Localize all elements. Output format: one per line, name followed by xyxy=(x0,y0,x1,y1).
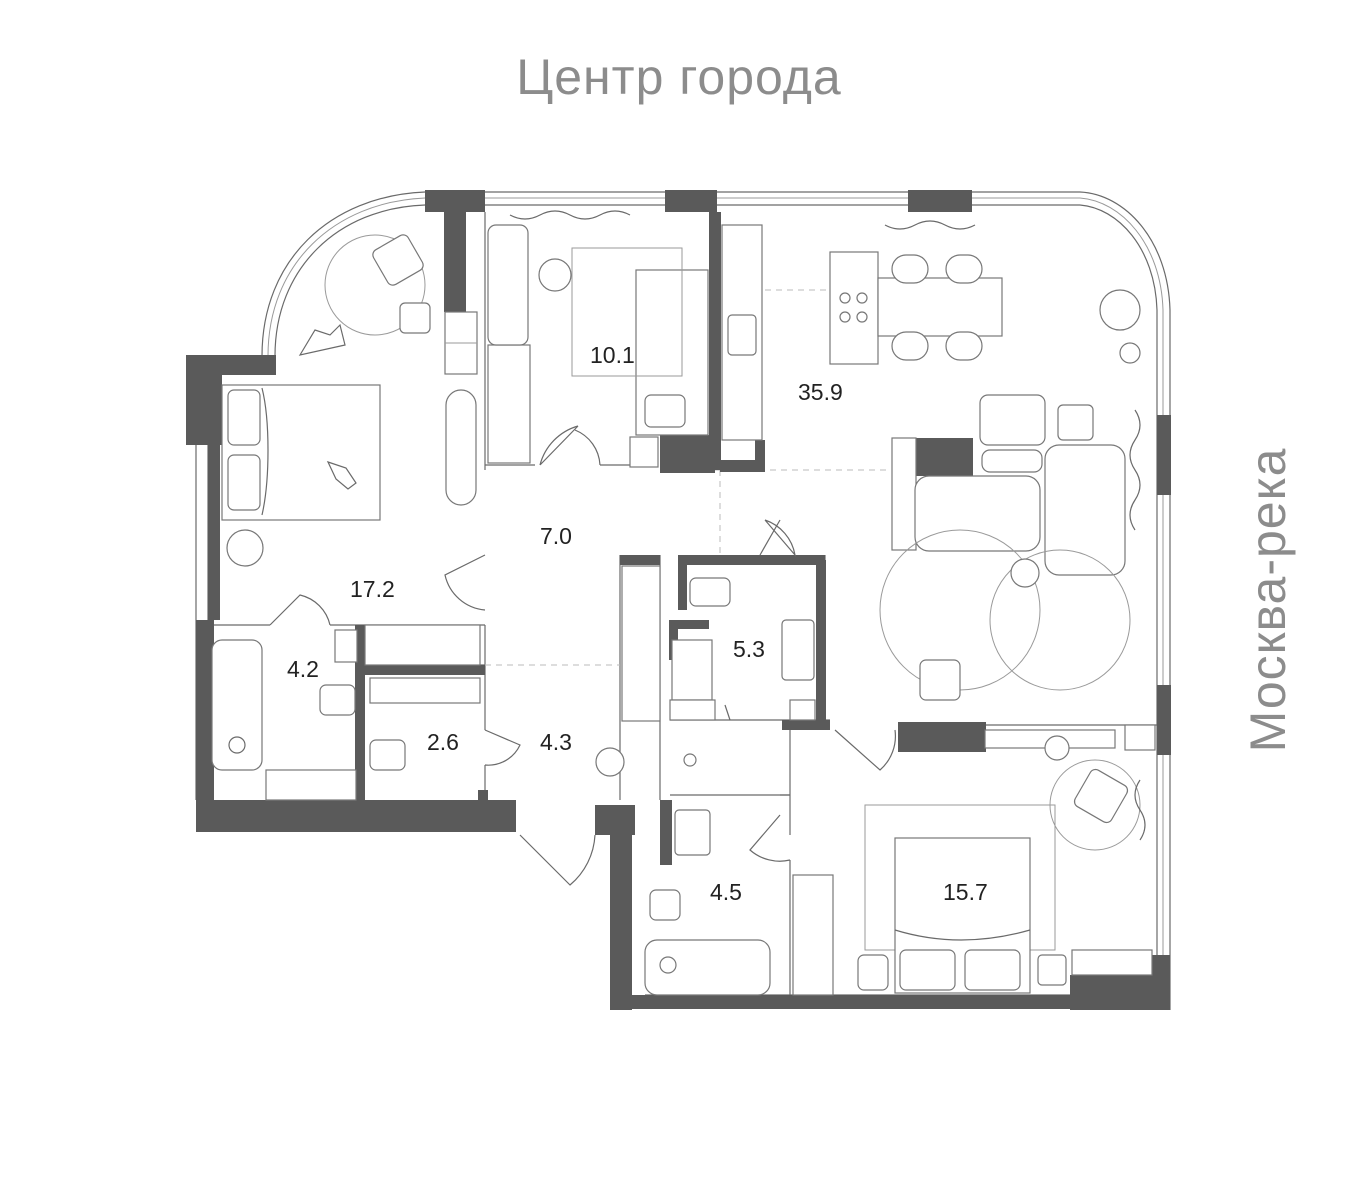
orientation-label-top: Центр города xyxy=(516,49,842,105)
structural-walls xyxy=(186,190,1171,1010)
area-hall: 7.0 xyxy=(540,523,572,549)
doors xyxy=(269,425,897,886)
furniture-kids-room xyxy=(487,210,709,468)
area-bedroom-left: 17.2 xyxy=(350,576,395,602)
furniture-bedroom-left xyxy=(221,234,477,567)
furniture-bathrooms xyxy=(211,577,816,996)
furniture-bedroom-right xyxy=(857,735,1153,994)
room-area-labels: 17.2 10.1 35.9 7.0 4.2 2.6 4.3 5.3 4.5 1… xyxy=(287,342,988,905)
area-bedroom-right: 15.7 xyxy=(943,879,988,905)
furniture-kitchen xyxy=(721,220,1141,441)
area-bathroom-left: 4.2 xyxy=(287,656,319,682)
area-corridor: 4.3 xyxy=(540,729,572,755)
area-wc: 2.6 xyxy=(427,729,459,755)
furniture-wardrobes xyxy=(334,311,834,996)
area-bathroom-bottom: 4.5 xyxy=(710,879,742,905)
area-kids-room: 10.1 xyxy=(590,342,635,368)
area-living-kitchen: 35.9 xyxy=(798,379,843,405)
area-bathroom-center: 5.3 xyxy=(733,636,765,662)
furniture-living xyxy=(879,394,1156,751)
